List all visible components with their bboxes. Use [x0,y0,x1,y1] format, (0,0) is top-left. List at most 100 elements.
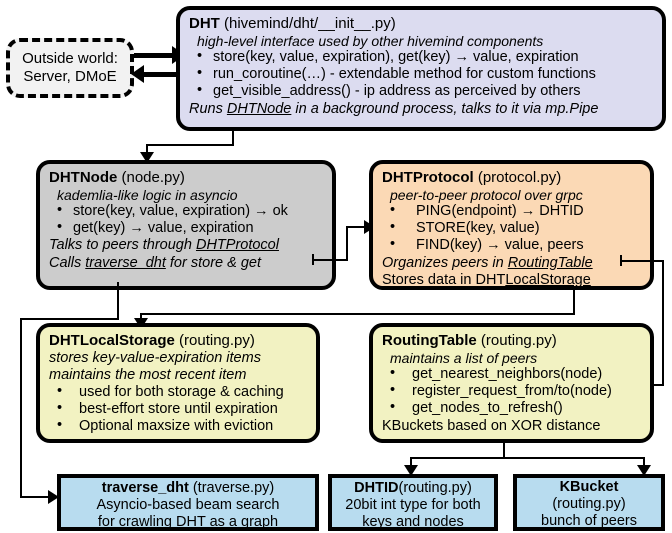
dhtnode-footer-1: Talks to peers through DHTProtocol [49,237,332,254]
node-dhtprotocol: DHTProtocol (protocol.py) peer-to-peer p… [369,160,654,290]
conn-node-traverse-v1 [117,282,119,320]
conn-protocol-routing-h1 [620,260,664,262]
node-kbucket: KBucket (routing.py) bunch of peers [513,474,665,531]
routingtable-bullet-1: register_request_from/to(node) [382,382,650,400]
node-dhtnode: DHTNode (node.py) kademlia-like logic in… [36,160,336,290]
dhtlocalstorage-bullet-0: used for both storage & caching [49,383,316,401]
dhtprotocol-title-row: DHTProtocol (protocol.py) [382,169,650,187]
arrow-routing-to-kbucket-head [637,465,651,476]
dhtlocalstorage-bullet-1: best-effort store until expiration [49,400,316,418]
dht-bullet-0: store(key, value, expiration), get(key) … [189,48,662,66]
dht-subtitle: high-level interface used by other hivem… [197,32,544,49]
routingtable-bullet-2: get_nodes_to_refresh() [382,399,650,417]
arrow-routing-to-dhtid-head [404,465,418,476]
dhtnode-footer-2: Calls traverse_dht for store & get [49,255,332,272]
arrow-dht-to-outside-head [131,65,144,83]
dhtid-line2: keys and nodes [362,514,464,531]
dhtprotocol-name: DHTProtocol [382,169,474,186]
conn-dht-to-node-v1 [232,131,234,146]
routingtable-footer: KBuckets based on XOR distance [382,417,601,434]
routingtable-title-row: RoutingTable (routing.py) [382,332,650,350]
conn-protocol-storage-h [140,313,575,315]
node-traverse-dht: traverse_dht (traverse.py) Asyncio-based… [57,474,319,531]
arrow-outside-to-dht-shaft [134,53,178,58]
dht-title-row: DHT (hivemind/dht/__init__.py) [189,15,662,33]
dhtid-title-row: DHTID(routing.py) [332,480,494,497]
dht-footer: Runs DHTNode in a background process, ta… [189,101,662,118]
dht-module: (hivemind/dht/__init__.py) [224,15,396,32]
dht-bullet-1: run_coroutine(…) - extendable method for… [189,65,662,83]
conn-dht-to-node-v2 [146,144,148,156]
traverse-dht-name: traverse_dht [101,480,189,496]
dhtlocalstorage-name: DHTLocalStorage [49,332,175,349]
traverse-dht-line1: Asyncio-based beam search [96,497,280,514]
conn-node-protocol-h1 [312,259,348,261]
dhtprotocol-footer-1: Organizes peers in RoutingTable [382,255,650,272]
dhtprotocol-bullet-0: PING(endpoint) → DHTID [382,202,650,220]
traverse-dht-line2: for crawling DHT as a graph [97,514,279,531]
conn-routing-kbucket-v [643,457,645,469]
node-dhtlocalstorage: DHTLocalStorage (routing.py) stores key-… [36,323,320,443]
conn-routing-split-h [410,457,645,459]
dhtnode-name: DHTNode [49,169,118,186]
dhtlocalstorage-module: (routing.py) [179,332,255,349]
kbucket-name: KBucket [559,479,619,495]
node-dhtid: DHTID(routing.py) 20bit int type for bot… [328,474,498,531]
traverse-dht-module: (traverse.py) [192,480,275,496]
dhtnode-title-row: DHTNode (node.py) [49,169,332,187]
conn-node-protocol-h2 [346,226,368,228]
dhtprotocol-subtitle: peer-to-peer protocol over grpc [390,186,583,203]
dhtnode-bullet-0: store(key, value, expiration) → ok [49,202,332,220]
conn-node-traverse-h1 [20,318,119,320]
conn-protocol-storage-v1 [573,290,575,315]
dht-footer-post: in a background process, talks to it via… [291,100,599,117]
dht-footer-link-dhtnode[interactable]: DHTNode [226,100,292,117]
conn-protocol-storage-v2 [140,313,142,321]
dhtnode-link-traverse-dht[interactable]: traverse_dht [85,254,166,271]
conn-dht-to-node-h [146,144,234,146]
dhtnode-foot2-pre: Calls [49,254,86,271]
conn-node-traverse-v2 [20,318,22,498]
dhtprotocol-foot1-pre: Organizes peers in [382,254,508,271]
dhtprotocol-foot2-pre: Stores data in DHT [382,271,506,288]
dht-footer-pre: Runs [189,100,227,117]
node-routingtable: RoutingTable (routing.py) maintains a li… [369,323,654,443]
dhtnode-subtitle: kademlia-like logic in asyncio [57,186,238,203]
routingtable-bullet-0: get_nearest_neighbors(node) [382,365,650,383]
traverse-dht-title-row: traverse_dht (traverse.py) [61,480,315,497]
conn-node-protocol-v [346,226,348,261]
dhtlocalstorage-title-row: DHTLocalStorage (routing.py) [49,332,316,350]
routingtable-subtitle: maintains a list of peers [390,349,538,366]
conn-node-traverse-h2 [20,496,52,498]
dhtprotocol-bullet-1: STORE(key, value) [382,219,650,237]
routingtable-module: (routing.py) [480,332,557,349]
arrow-dht-to-node-head [140,152,154,163]
arrow-dht-to-outside-shaft [140,72,184,77]
dhtprotocol-link-localstorage[interactable]: LocalStorage [505,271,591,288]
conn-routing-dhtid-v [410,457,412,469]
dhtlocalstorage-bullet-2: Optional maxsize with eviction [49,417,316,435]
dhtnode-foot1-pre: Talks to peers through [49,237,196,254]
routingtable-name: RoutingTable [382,332,477,349]
dhtprotocol-link-routingtable[interactable]: RoutingTable [507,254,593,271]
dhtnode-module: (node.py) [121,169,185,186]
dhtnode-foot2-post: for store & get [165,254,261,271]
conn-protocol-routing-v [662,260,664,386]
dhtprotocol-bullet-2: FIND(key) → value, peers [382,236,650,254]
dhtprotocol-footer-2: Stores data in DHTLocalStorage [382,272,650,289]
dhtlocalstorage-sub1: stores key-value-expiration items [49,349,261,366]
dhtid-name: DHTID [354,480,399,496]
kbucket-line1: bunch of peers [541,513,637,530]
node-outside-world: Outside world: Server, DMoE [6,38,134,98]
dht-name: DHT [189,15,220,32]
dhtid-line1: 20bit int type for both [345,497,481,514]
dhtid-module: (routing.py) [398,480,472,496]
dht-bullet-2: get_visible_address() - ip address as pe… [189,82,662,100]
dhtnode-link-dhtprotocol[interactable]: DHTProtocol [195,237,279,254]
dhtlocalstorage-sub2: maintains the most recent item [49,366,247,383]
outside-world-line2: Server, DMoE [23,67,117,85]
outside-world-line1: Outside world: [22,50,118,67]
dhtprotocol-module: (protocol.py) [477,169,562,186]
kbucket-module: (routing.py) [552,496,626,513]
